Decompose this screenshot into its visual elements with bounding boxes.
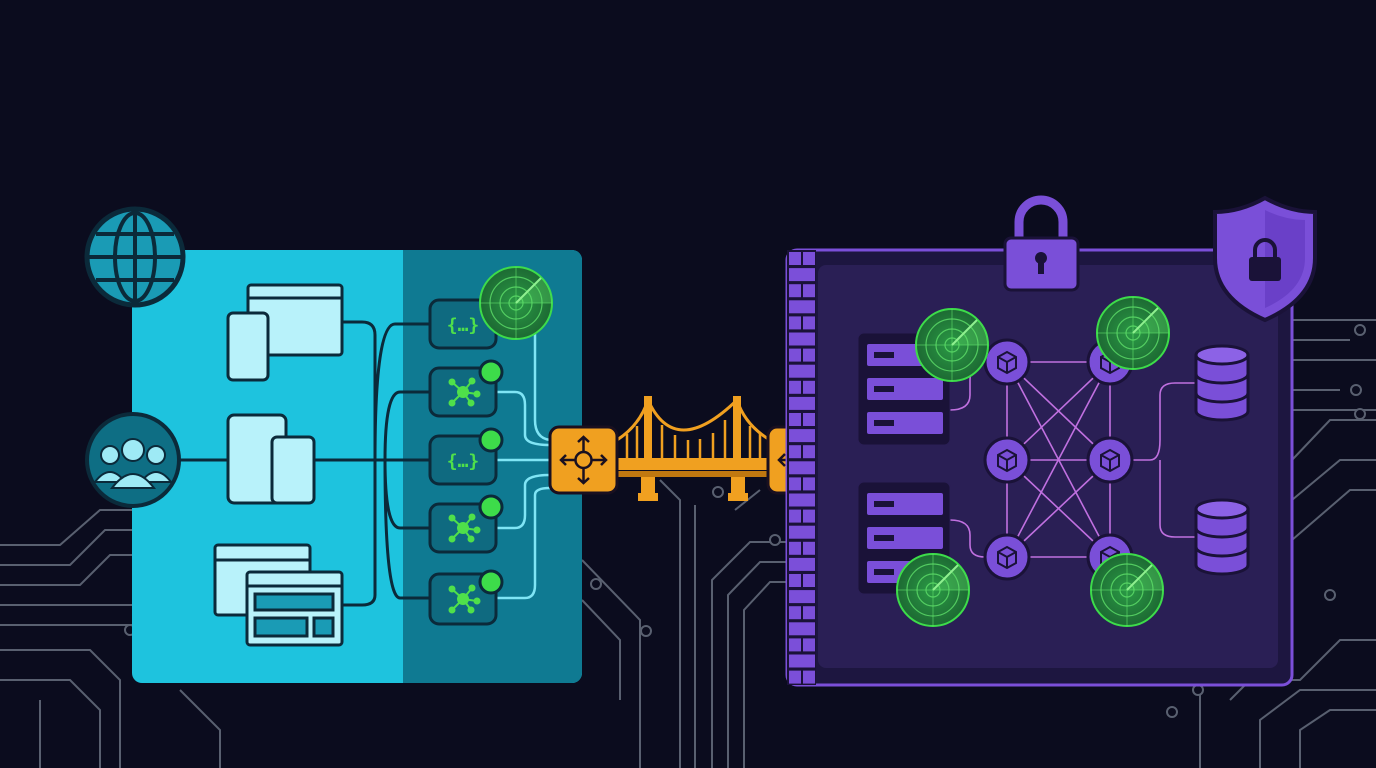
api-service: {…}: [428, 298, 498, 350]
firewall-brick: [789, 252, 801, 265]
firewall-brick: [789, 445, 801, 459]
firewall-brick: [803, 380, 815, 394]
users-icon: [85, 412, 228, 508]
firewall-brick: [789, 284, 801, 298]
firewall-brick: [789, 413, 801, 426]
firewall-brick: [789, 429, 815, 443]
firewall-brick: [803, 541, 815, 555]
firewall-brick: [803, 509, 815, 523]
firewall-brick: [789, 461, 815, 475]
firewall-brick: [803, 284, 815, 298]
firewall-brick: [803, 413, 815, 426]
browser-windows-icon: [213, 543, 344, 647]
hub-service: [428, 502, 498, 554]
radar-icon: [1090, 553, 1164, 627]
firewall-brick: [803, 252, 815, 265]
database-icon: [1194, 498, 1250, 576]
gateway-links: [496, 325, 551, 600]
firewall-brick: [789, 606, 801, 620]
firewall-brick: [789, 670, 801, 684]
firewall-brick: [803, 445, 815, 459]
radar-icon: [915, 308, 989, 382]
firewall-brick: [789, 396, 815, 410]
lock-icon: [1003, 195, 1080, 292]
status-dots: [478, 359, 504, 595]
hub-service: [428, 366, 498, 418]
globe-icon: [84, 206, 186, 308]
tablet-phone-icon: [226, 413, 316, 505]
radar-icon: [479, 266, 553, 340]
radar-icon: [896, 553, 970, 627]
secure-zone: [785, 248, 1294, 687]
api-brace-glyph: {…}: [447, 315, 480, 336]
firewall-brick: [803, 638, 815, 652]
firewall-brick: [789, 638, 801, 652]
firewall-brick: [789, 364, 815, 378]
api-service: {…}: [428, 434, 498, 486]
firewall-brick: [803, 670, 815, 684]
firewall-brick: [803, 316, 815, 330]
router-icon: [548, 425, 619, 495]
client-connectors: [314, 320, 430, 607]
shield-lock-icon: [1213, 195, 1317, 323]
firewall-brick: [789, 380, 801, 394]
firewall-brick: [789, 348, 801, 362]
laptop-phone-icon: [226, 283, 344, 382]
firewall-brick: [789, 300, 815, 314]
firewall-brick: [789, 622, 815, 636]
firewall-brick: [803, 477, 815, 491]
api-brace-glyph: {…}: [447, 451, 480, 472]
firewall-brick: [789, 654, 815, 668]
radar-icon: [1096, 296, 1170, 370]
firewall-brick: [789, 525, 815, 539]
firewall-brick: [789, 541, 801, 555]
firewall-brick: [789, 477, 801, 491]
firewall-brick: [789, 590, 815, 604]
firewall-brick: [789, 268, 815, 282]
firewall-brick: [789, 332, 815, 346]
firewall-brick: [789, 574, 801, 587]
firewall-brick: [789, 509, 801, 523]
firewall-brick: [789, 493, 815, 507]
firewall-icon: [787, 250, 816, 685]
firewall-brick: [803, 348, 815, 362]
internal-links: [949, 361, 1196, 558]
database-icon: [1194, 344, 1250, 422]
firewall-brick: [789, 557, 815, 571]
circuit-traces: [0, 319, 1376, 768]
bridge-icon: [616, 395, 771, 501]
firewall-brick: [803, 606, 815, 620]
firewall-brick: [789, 316, 801, 330]
firewall-brick: [803, 574, 815, 587]
